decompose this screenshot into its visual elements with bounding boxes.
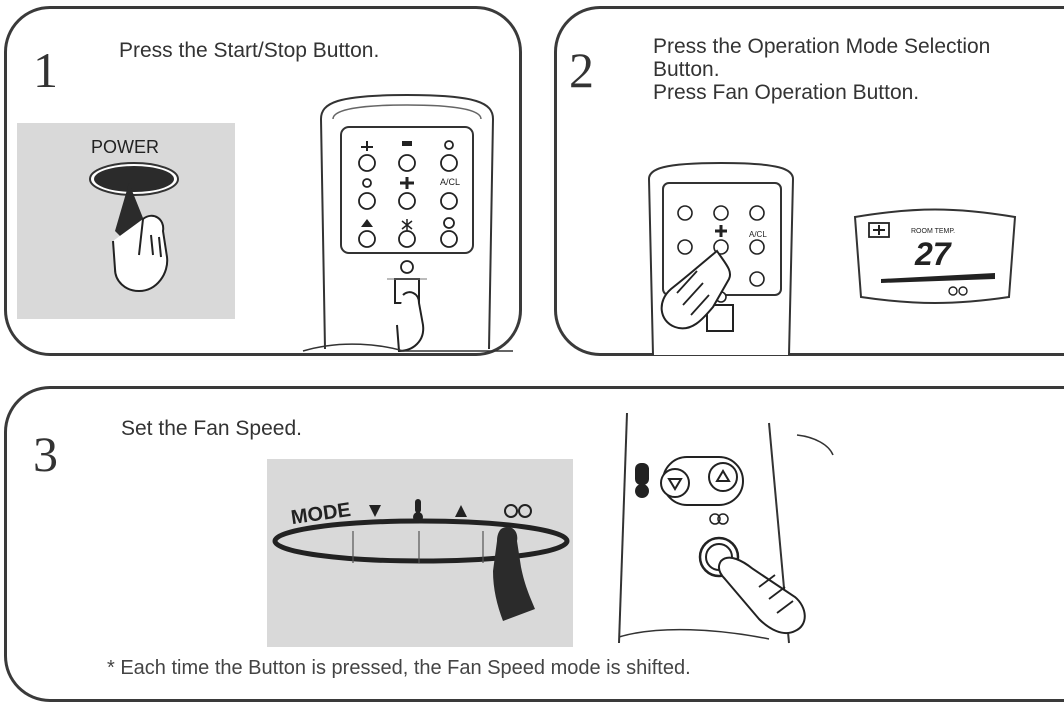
acl-label: A/CL (749, 230, 767, 239)
step-instruction: Set the Fan Speed. (121, 417, 302, 440)
room-temp-label: ROOM TEMP. (911, 228, 955, 235)
power-button-press-illustration (89, 162, 179, 293)
power-button-illustration: POWER (17, 123, 235, 319)
room-temp-value: 27 (914, 236, 953, 272)
remote-side-illustration (618, 412, 834, 644)
step-number: 3 (33, 426, 58, 482)
lcd-display-illustration: ROOM TEMP. 27 (853, 208, 1017, 304)
step-1-panel: 1 Press the Start/Stop Button. POWER (4, 6, 522, 356)
mode-panel-illustration: MODE (267, 459, 573, 647)
step-2-panel: 2 Press the Operation Mode Selection But… (554, 6, 1064, 356)
step-number: 1 (33, 42, 58, 98)
acl-label: A/CL (440, 177, 460, 187)
remote-control-illustration: A/CL (302, 93, 513, 353)
step-instruction: Press the Start/Stop Button. (119, 39, 380, 62)
power-label: POWER (91, 137, 160, 157)
step-3-panel: 3 Set the Fan Speed. MODE (4, 386, 1064, 702)
mode-bar-illustration (272, 499, 570, 621)
step-instruction-line-1: Press the Operation Mode Selection (653, 35, 991, 58)
remote-fan-button-illustration: A/CL (647, 161, 795, 356)
step-instruction-line-3: Press Fan Operation Button. (653, 81, 920, 104)
step-number: 2 (569, 42, 594, 98)
step-instruction-line-2: Button. (653, 58, 720, 81)
fan-speed-note: * Each time the Button is pressed, the F… (107, 657, 691, 679)
